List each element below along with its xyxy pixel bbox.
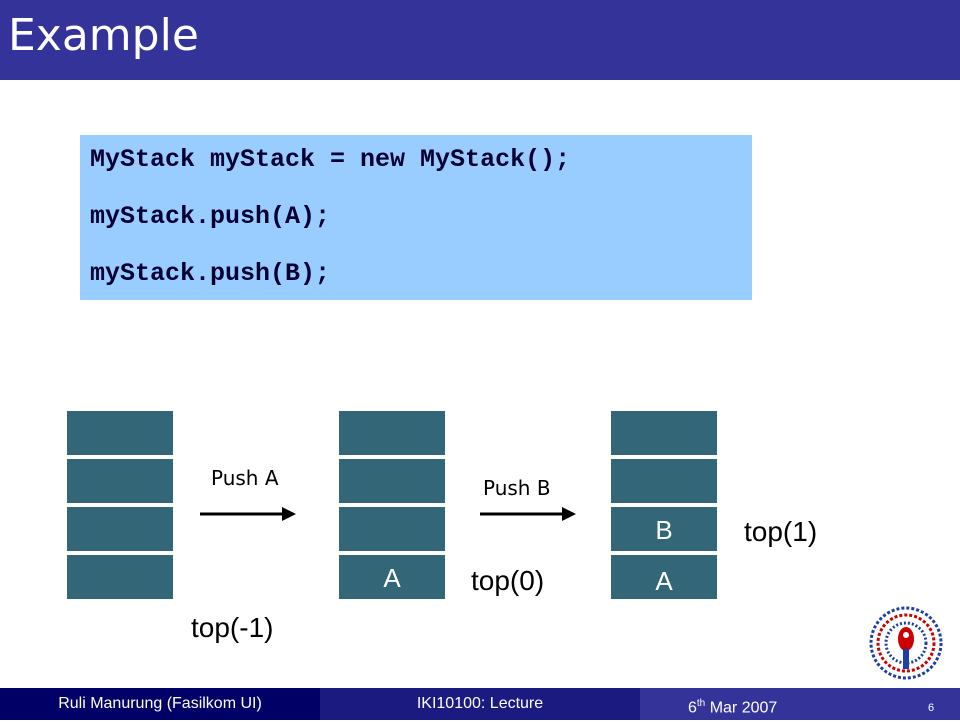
- footer: Ruli Manurung (Fasilkom UI) IKI10100: Le…: [0, 688, 960, 720]
- stack-cell: [66, 506, 174, 552]
- arrow-right-icon: [480, 507, 576, 521]
- top-label-a: top(0): [471, 565, 545, 596]
- title-bar: Example: [0, 0, 960, 80]
- stack-cell: A: [610, 554, 718, 600]
- slide-title: Example: [8, 10, 199, 61]
- stack-cell: [338, 458, 446, 504]
- footer-course: IKI10100: Lecture: [320, 688, 640, 720]
- stack-with-a: A: [338, 410, 446, 600]
- stack-cell: A: [338, 554, 446, 600]
- code-line: MyStack myStack = new MyStack();: [90, 145, 571, 174]
- date-day: 6: [688, 699, 697, 717]
- arrow-right-icon: [200, 507, 296, 521]
- stack-with-a-b: B A: [610, 410, 718, 600]
- top-label-empty: top(-1): [191, 612, 274, 643]
- stack-cell: [66, 410, 174, 456]
- code-line: myStack.push(B);: [90, 259, 331, 288]
- date-rest: Mar 2007: [705, 699, 778, 717]
- stack-cell: B: [610, 506, 718, 552]
- stack-empty: [66, 410, 174, 600]
- page-number: 6: [928, 702, 935, 714]
- arrow-label-push-a: Push A: [211, 466, 279, 490]
- stack-cell: [66, 458, 174, 504]
- footer-date-section: 6th Mar 2007 6: [640, 688, 960, 720]
- stack-cell: [338, 410, 446, 456]
- stack-cell: [66, 554, 174, 600]
- date-suffix: th: [696, 698, 706, 709]
- top-label-b: top(1): [744, 516, 818, 547]
- stack-cell: [610, 410, 718, 456]
- footer-author: Ruli Manurung (Fasilkom UI): [0, 688, 320, 720]
- footer-date: 6th Mar 2007: [688, 688, 777, 724]
- stack-cell: [610, 458, 718, 504]
- code-box: MyStack myStack = new MyStack(); myStack…: [80, 135, 752, 300]
- university-logo-icon: [869, 606, 943, 680]
- code-line: myStack.push(A);: [90, 202, 331, 231]
- stack-cell: [338, 506, 446, 552]
- arrow-label-push-b: Push B: [483, 476, 551, 500]
